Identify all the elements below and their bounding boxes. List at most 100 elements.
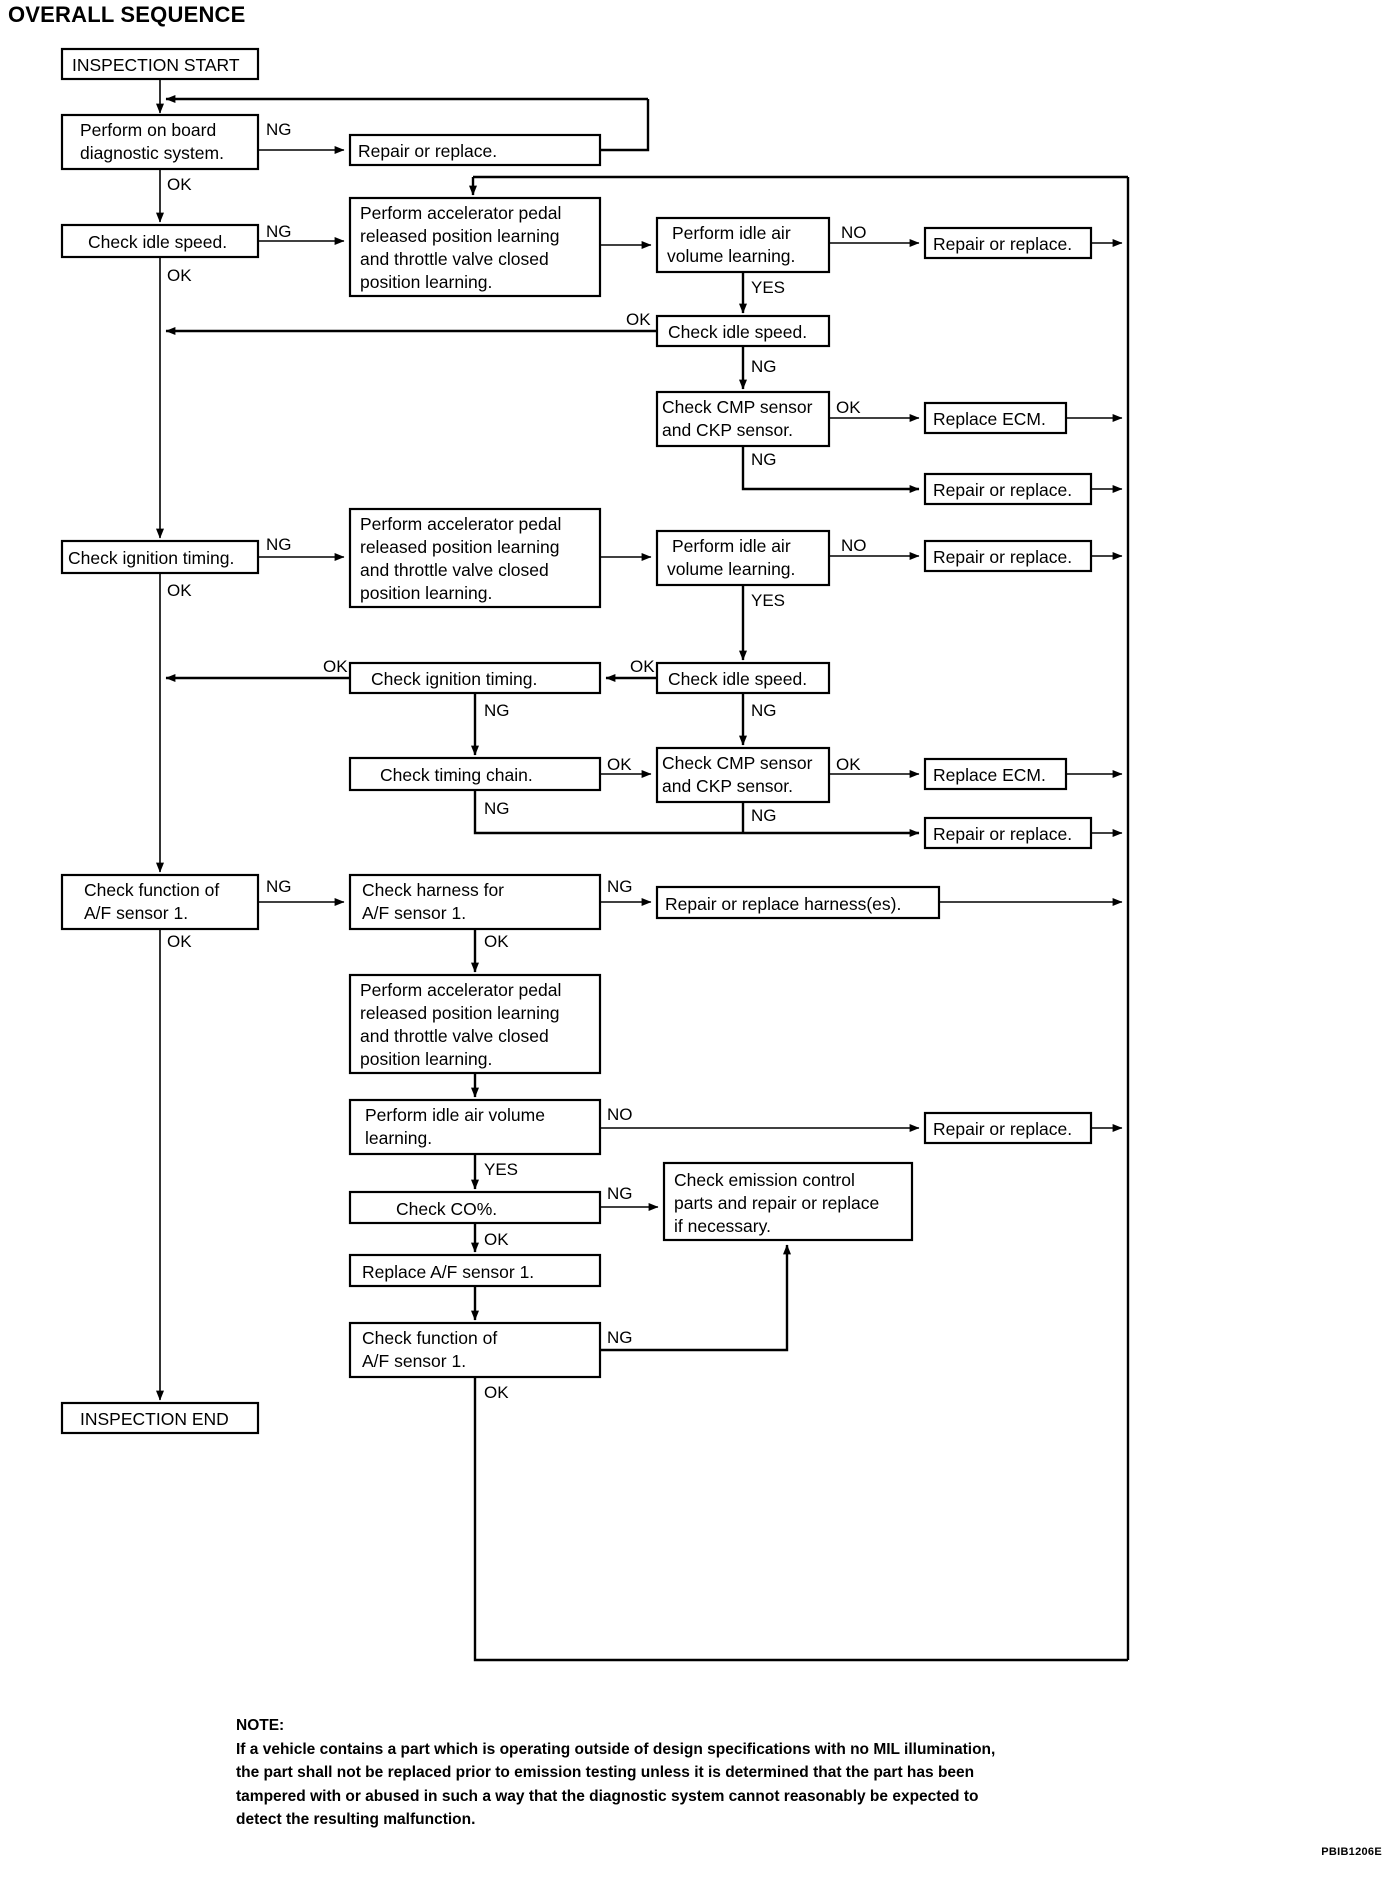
node-replace-af-sensor-1[interactable]: Replace A/F sensor 1. [348,1253,602,1288]
note-line: tampered with or abused in such a way th… [236,1787,979,1805]
node-check-idle-speed-3[interactable]: Check idle speed. [655,661,831,695]
node-label: Check harness for [362,880,504,900]
node-perform-on-board-diagnostic-system[interactable]: Perform on board diagnostic system. [60,113,260,171]
node-label: released position learning [360,226,559,246]
node-replace-ecm-2[interactable]: Replace ECM. [923,757,1068,791]
node-label: and throttle valve closed [360,249,549,269]
node-check-timing-chain[interactable]: Check timing chain. [348,756,602,792]
node-label: Perform idle air [672,536,791,556]
node-label: Repair or replace. [933,1119,1072,1139]
node-check-ignition-timing-2[interactable]: Check ignition timing. [348,661,602,695]
edge-label-idle3-ok: OK [630,657,655,676]
edge-label-ign2-ng: NG [484,701,510,720]
node-label: Check ignition timing. [68,548,234,568]
node-label: Check CO%. [396,1199,497,1219]
node-check-ignition-timing-1[interactable]: Check ignition timing. [60,539,260,575]
node-check-cmp-ckp-sensor-1[interactable]: Check CMP sensor and CKP sensor. [655,390,831,448]
edge-label-ign2-ok: OK [323,657,348,676]
edge-label-af2-ng: NG [607,1328,633,1347]
edge-label-idle1-ng: NG [266,222,292,241]
node-perform-pedal-throttle-learning-2[interactable]: Perform accelerator pedal released posit… [348,507,602,609]
node-label: Repair or replace. [933,547,1072,567]
node-check-idle-speed-1[interactable]: Check idle speed. [60,223,260,259]
node-perform-pedal-throttle-learning-3[interactable]: Perform accelerator pedal released posit… [348,973,602,1075]
node-label: Perform idle air [672,223,791,243]
node-inspection-start[interactable]: INSPECTION START [60,47,260,81]
node-label: A/F sensor 1. [362,903,466,923]
node-perform-idle-air-volume-learning-3[interactable]: Perform idle air volume learning. [348,1098,602,1156]
node-label: learning. [365,1128,432,1148]
node-repair-or-replace-2[interactable]: Repair or replace. [923,226,1093,260]
edge-label-ign1-ng: NG [266,535,292,554]
node-repair-or-replace-4[interactable]: Repair or replace. [923,539,1093,573]
node-label: Check idle speed. [668,669,807,689]
node-label: Repair or replace harness(es). [665,894,901,914]
node-check-emission-control-parts[interactable]: Check emission control parts and repair … [662,1161,914,1242]
node-label: Replace ECM. [933,409,1046,429]
node-label: and throttle valve closed [360,1026,549,1046]
node-label: if necessary. [674,1216,771,1236]
node-label: Replace A/F sensor 1. [362,1262,534,1282]
note-heading: NOTE: [236,1717,285,1734]
node-check-function-af-sensor-1[interactable]: Check function of A/F sensor 1. [60,873,260,931]
edge-label-obd-ng: NG [266,120,292,139]
node-inspection-end[interactable]: INSPECTION END [60,1401,260,1435]
node-label: and CKP sensor. [662,420,793,440]
edge-label-iavl1-no: NO [841,223,867,242]
node-label: volume learning. [667,246,795,266]
node-label: parts and repair or replace [674,1193,879,1213]
edge-af2-ok-bottom-bus [473,1377,1128,1662]
node-perform-idle-air-volume-learning-2[interactable]: Perform idle air volume learning. [655,529,831,587]
edge-label-iavl3-no: NO [607,1105,633,1124]
edge-label-idle3-ng: NG [751,701,777,720]
edge-label-co-ok: OK [484,1230,509,1249]
edge-af2-ng [600,1244,791,1352]
node-label: Check emission control [674,1170,855,1190]
edge-label-cmp1-ng: NG [751,450,777,469]
node-label: volume learning. [667,559,795,579]
edge-label-af1-ng: NG [266,877,292,896]
node-replace-ecm-1[interactable]: Replace ECM. [923,401,1068,435]
node-label: A/F sensor 1. [84,903,188,923]
node-label: Perform accelerator pedal [360,514,561,534]
edge-cmp1-ng [741,446,920,493]
node-label: Check CMP sensor [662,397,813,417]
node-label: diagnostic system. [80,143,224,163]
node-repair-or-replace-5[interactable]: Repair or replace. [923,816,1093,850]
edge-label-iavl2-yes: YES [751,591,785,610]
node-label: Perform accelerator pedal [360,203,561,223]
node-repair-or-replace-1[interactable]: Repair or replace. [348,133,602,167]
node-label: Replace ECM. [933,765,1046,785]
edge-label-chain-ng: NG [484,799,510,818]
node-label: Check function of [84,880,219,900]
edge-label-idle2-ok: OK [626,310,651,329]
edge-label-cmp2-ok: OK [836,755,861,774]
note-line: If a vehicle contains a part which is op… [236,1740,996,1758]
node-label: A/F sensor 1. [362,1351,466,1371]
node-check-harness-af-sensor-1[interactable]: Check harness for A/F sensor 1. [348,873,602,931]
node-label: Check ignition timing. [371,669,537,689]
note-block: NOTE: If a vehicle contains a part which… [236,1714,1336,1832]
node-label: Perform on board [80,120,216,140]
node-label: Repair or replace. [933,824,1072,844]
node-check-cmp-ckp-sensor-2[interactable]: Check CMP sensor and CKP sensor. [655,746,831,804]
node-label: Repair or replace. [933,480,1072,500]
node-repair-or-replace-3[interactable]: Repair or replace. [923,472,1093,506]
figure-code: PBIB1206E [1321,1846,1382,1858]
edge-label-chain-ok: OK [607,755,632,774]
node-label: released position learning [360,1003,559,1023]
node-label: Check idle speed. [668,322,807,342]
node-label: and CKP sensor. [662,776,793,796]
edge-label-iavl1-yes: YES [751,278,785,297]
node-repair-or-replace-6[interactable]: Repair or replace. [923,1111,1093,1145]
node-check-co-percent[interactable]: Check CO%. [348,1190,602,1225]
edge-label-obd-ok: OK [167,175,192,194]
node-check-idle-speed-2[interactable]: Check idle speed. [655,314,831,348]
node-perform-pedal-throttle-learning-1[interactable]: Perform accelerator pedal released posit… [348,196,602,298]
node-check-function-af-sensor-1-second[interactable]: Check function of A/F sensor 1. [348,1321,602,1379]
node-label: Check CMP sensor [662,753,813,773]
node-repair-replace-harness[interactable]: Repair or replace harness(es). [655,885,941,920]
node-perform-idle-air-volume-learning-1[interactable]: Perform idle air volume learning. [655,216,831,274]
edge-label-af2-ok: OK [484,1383,509,1402]
edge-rr1-return [600,99,650,152]
